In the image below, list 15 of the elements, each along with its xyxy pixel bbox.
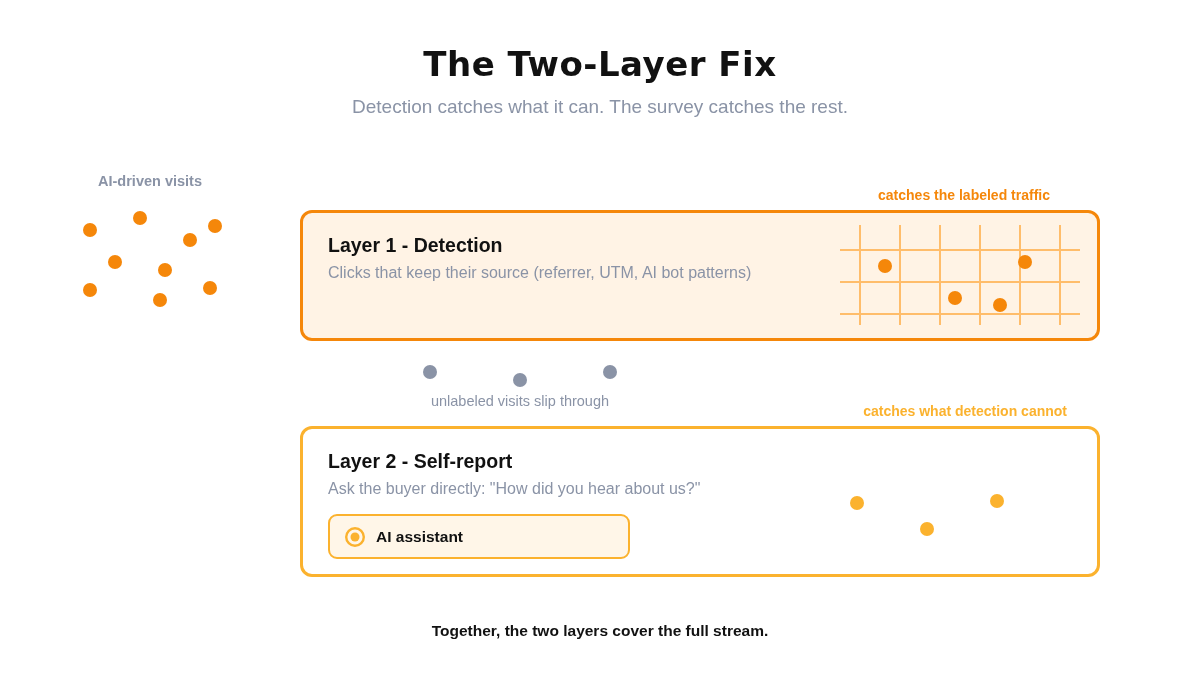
layer-heading: Layer 1 - Detection xyxy=(328,233,503,257)
caption: Together, the two layers cover the full stream. xyxy=(431,621,769,641)
flow-note: unlabeled visits slip through xyxy=(430,392,610,410)
group-label: AI-driven visits xyxy=(98,172,202,190)
title: The Two-Layer Fix xyxy=(423,44,777,84)
layer-description: Clicks that keep their source (referrer, UTM, AI bot patterns) xyxy=(328,263,752,283)
layer-panel xyxy=(300,210,1100,341)
answer-option xyxy=(328,514,630,559)
annotation: catches what detection cannot xyxy=(863,403,1067,420)
annotation: catches the labeled traffic xyxy=(878,187,1050,204)
layer-heading: Layer 2 - Self-report xyxy=(328,449,513,473)
option-label: AI assistant xyxy=(376,526,463,547)
subtitle: Detection catches what it can. The survey catches the rest. xyxy=(352,95,848,119)
layer-panel xyxy=(300,426,1100,577)
layer-description: Ask the buyer directly: "How did you hear about us?" xyxy=(328,479,701,499)
